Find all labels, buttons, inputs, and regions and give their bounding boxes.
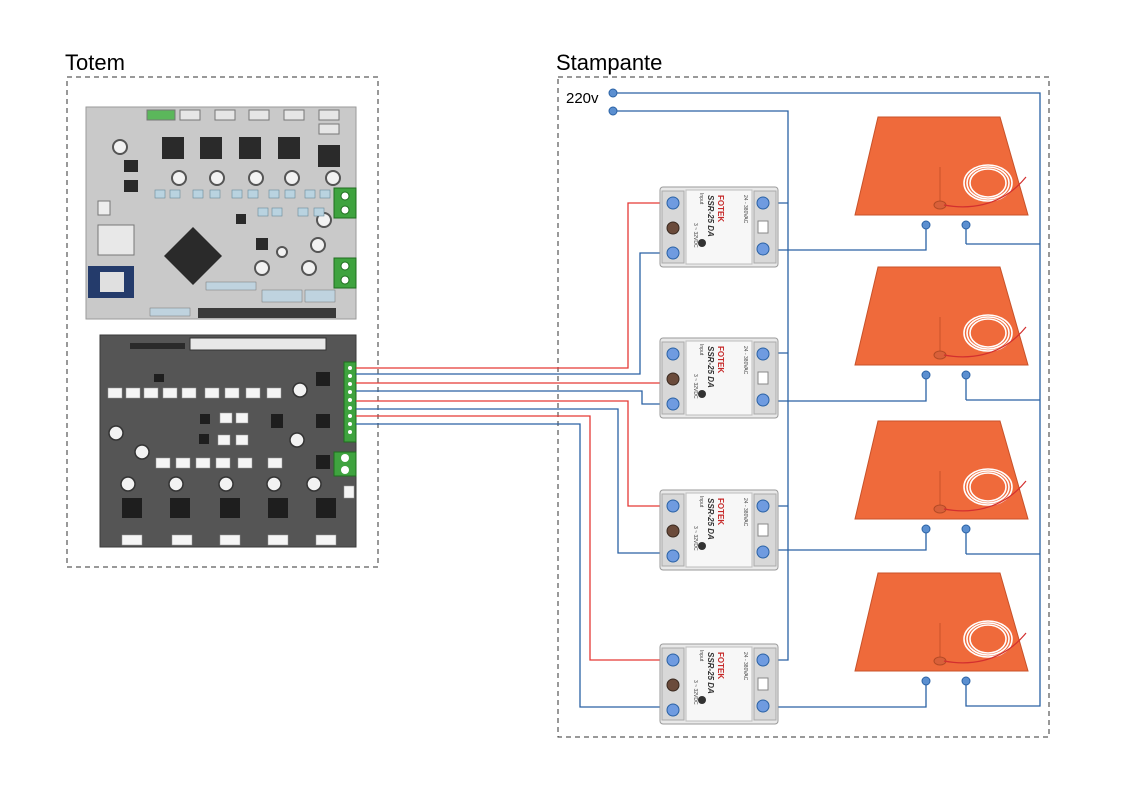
heater-pad-2 <box>854 266 1029 380</box>
relay-input-plus <box>666 196 680 210</box>
relay-input-text: 3 ~ 32VDC <box>692 223 698 248</box>
relay-input-tag: Input <box>698 193 704 205</box>
relay-model: SSR-25 DA <box>706 195 715 237</box>
power-label: 220v <box>566 90 599 107</box>
relay-output-a <box>756 653 770 667</box>
relay-brand: FOTEK <box>716 652 725 679</box>
relay-output-text: 24 - 380VAC <box>742 195 748 224</box>
relay-input-plus <box>666 347 680 361</box>
relay-output-text: 24 - 380VAC <box>742 652 748 681</box>
heater-terminal-b <box>961 370 971 380</box>
relay-output-b <box>756 242 770 256</box>
relay-brand: FOTEK <box>716 346 725 373</box>
relay-input-plus <box>666 499 680 513</box>
relay-input-minus <box>666 397 680 411</box>
group-title-stampante: Stampante <box>556 50 663 75</box>
relay-model: SSR-25 DA <box>706 652 715 694</box>
group-box-totem <box>66 76 379 568</box>
relay-model: SSR-25 DA <box>706 498 715 540</box>
relay-input-tag: Input <box>698 496 704 508</box>
relay-input-minus <box>666 549 680 563</box>
group-box-stampante <box>557 76 1050 738</box>
relay-input-minus <box>666 703 680 717</box>
relay-brand: FOTEK <box>716 195 725 222</box>
relay-output-a <box>756 347 770 361</box>
group-title-totem: Totem <box>65 50 125 75</box>
signal-wires <box>356 202 674 708</box>
heater-terminal-a <box>921 524 931 534</box>
relay-input-text: 3 ~ 32VDC <box>692 680 698 705</box>
relay-input-plus <box>666 653 680 667</box>
power-terminals <box>608 88 618 116</box>
heater-pad-1 <box>854 116 1029 230</box>
relay-model: SSR-25 DA <box>706 346 715 388</box>
heater-terminal-b <box>961 220 971 230</box>
heater-pad-4 <box>854 572 1029 686</box>
relay-input-text: 3 ~ 32VDC <box>692 526 698 551</box>
driver-board <box>99 334 357 548</box>
heater-terminal-a <box>921 370 931 380</box>
relay-output-b <box>756 545 770 559</box>
heater-terminal-a <box>921 220 931 230</box>
relay-input-tag: Input <box>698 344 704 356</box>
relay-output-a <box>756 196 770 210</box>
heater-pad-3 <box>854 420 1029 534</box>
relay-input-minus <box>666 246 680 260</box>
relay-output-a <box>756 499 770 513</box>
relay-brand: FOTEK <box>716 498 725 525</box>
heater-terminal-a <box>921 676 931 686</box>
relay-output-text: 24 - 380VAC <box>742 346 748 375</box>
relay-output-b <box>756 699 770 713</box>
relay-input-tag: Input <box>698 650 704 662</box>
relay-output-text: 24 - 380VAC <box>742 498 748 527</box>
controller-board <box>85 106 357 320</box>
relay-input-text: 3 ~ 32VDC <box>692 374 698 399</box>
heater-terminal-b <box>961 676 971 686</box>
heater-terminal-b <box>961 524 971 534</box>
relay-output-b <box>756 393 770 407</box>
